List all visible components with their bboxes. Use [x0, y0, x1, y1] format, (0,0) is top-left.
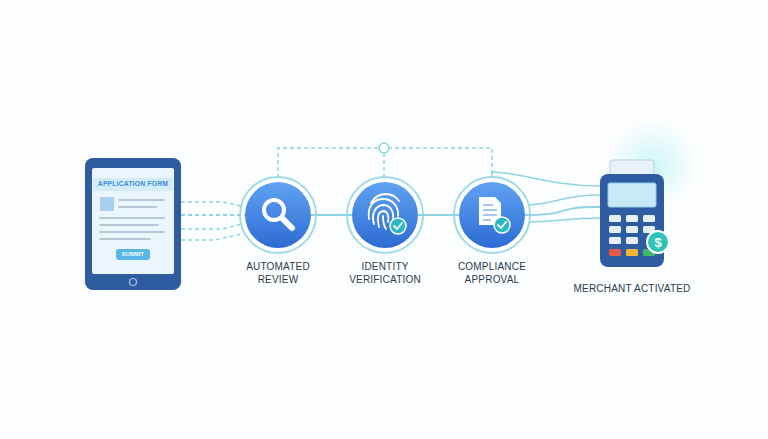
step-label: AUTOMATED REVIEW — [232, 260, 324, 286]
magnifier-icon — [264, 200, 292, 228]
step-label: IDENTITY VERIFICATION — [339, 260, 431, 286]
terminal-node: MERCHANT ACTIVATED — [600, 160, 664, 267]
tablet — [85, 158, 181, 290]
flow-connector — [181, 214, 245, 216]
input-wire — [181, 232, 250, 240]
input-wire — [181, 202, 247, 207]
glow — [608, 121, 696, 209]
input-wire — [181, 223, 247, 229]
flow-connector — [525, 207, 600, 215]
step-node: IDENTITY VERIFICATION — [352, 182, 418, 248]
step-node: AUTOMATED REVIEW — [245, 182, 311, 248]
form-lines — [100, 200, 164, 239]
submit-button: SUBMIT — [116, 249, 150, 260]
step-circle — [459, 182, 525, 248]
flow-connector — [418, 214, 459, 216]
form-header: APPLICATION FORM — [93, 178, 173, 191]
tablet-node: APPLICATION FORM SUBMIT — [85, 158, 181, 290]
check-badge — [390, 218, 406, 234]
coin — [647, 231, 669, 253]
step-circle — [352, 182, 418, 248]
circle-halo — [454, 177, 530, 253]
check-badge — [494, 217, 510, 233]
tablet-body — [85, 158, 181, 290]
home-button — [130, 279, 137, 286]
output-wire — [526, 218, 600, 222]
payment-terminal — [600, 121, 696, 267]
circle-halo — [347, 177, 423, 253]
end-label: MERCHANT ACTIVATED — [574, 282, 691, 295]
circle-halo — [240, 177, 316, 253]
step-circles — [240, 177, 530, 253]
tablet-screen — [92, 168, 174, 274]
step-node: COMPLIANCE APPROVAL — [459, 182, 525, 248]
output-wire — [524, 195, 600, 205]
step-circle — [245, 182, 311, 248]
junction-dot — [379, 143, 389, 153]
bus-wire — [383, 153, 385, 178]
currency-symbol: $ — [654, 236, 661, 249]
terminal-screen — [608, 183, 656, 207]
flow-connector — [311, 214, 352, 216]
step-label: COMPLIANCE APPROVAL — [446, 260, 538, 286]
form-image — [100, 197, 114, 211]
